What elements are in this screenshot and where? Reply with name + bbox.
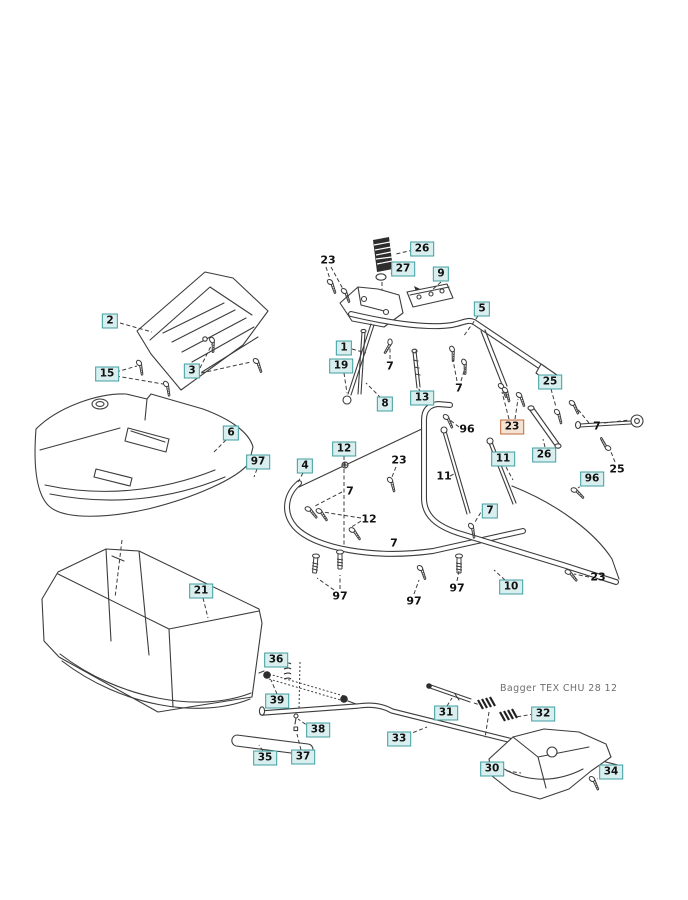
callout-23[interactable]: 23: [590, 570, 606, 584]
figure-note: Bagger TEX CHU 28 12: [500, 683, 618, 694]
callout-7[interactable]: 7: [386, 359, 394, 373]
callout-23[interactable]: 23: [320, 253, 336, 267]
callout-32[interactable]: 32: [531, 706, 555, 722]
callout-10[interactable]: 10: [499, 579, 523, 595]
callout-26[interactable]: 26: [410, 241, 434, 257]
callout-2[interactable]: 2: [101, 313, 119, 329]
part-frame-tubes: [284, 401, 620, 585]
callout-97[interactable]: 97: [406, 594, 422, 608]
callout-23-highlighted[interactable]: 23: [500, 419, 524, 435]
callout-31[interactable]: 31: [434, 705, 458, 721]
callout-39[interactable]: 39: [265, 693, 289, 709]
callout-21[interactable]: 21: [189, 583, 213, 599]
callout-5[interactable]: 5: [473, 301, 491, 317]
callout-36[interactable]: 36: [264, 652, 288, 668]
callout-7[interactable]: 7: [593, 419, 601, 433]
callout-27[interactable]: 27: [391, 261, 415, 277]
part-hood-top-panel: [136, 271, 269, 391]
callout-7[interactable]: 7: [390, 536, 398, 550]
part-hood-body: [34, 393, 254, 517]
callout-34[interactable]: 34: [599, 764, 623, 780]
callout-37[interactable]: 37: [291, 749, 315, 765]
callout-13[interactable]: 13: [410, 390, 434, 406]
callout-1[interactable]: 1: [335, 340, 353, 356]
callout-97[interactable]: 97: [449, 581, 465, 595]
callout-4[interactable]: 4: [296, 458, 314, 474]
callout-35[interactable]: 35: [253, 750, 277, 766]
callout-15[interactable]: 15: [95, 366, 119, 382]
callout-7[interactable]: 7: [481, 503, 499, 519]
callout-11[interactable]: 11: [436, 469, 452, 483]
callout-33[interactable]: 33: [387, 731, 411, 747]
callout-11[interactable]: 11: [491, 451, 515, 467]
callout-6[interactable]: 6: [222, 425, 240, 441]
callout-25[interactable]: 25: [538, 374, 562, 390]
callout-96[interactable]: 96: [580, 471, 604, 487]
callout-12[interactable]: 12: [332, 441, 356, 457]
callout-23[interactable]: 23: [391, 453, 407, 467]
callout-25[interactable]: 25: [609, 462, 625, 476]
callout-26[interactable]: 26: [532, 447, 556, 463]
callout-12[interactable]: 12: [361, 512, 377, 526]
callout-96[interactable]: 96: [459, 422, 475, 436]
callout-19[interactable]: 19: [329, 358, 353, 374]
callout-8[interactable]: 8: [376, 396, 394, 412]
callout-97[interactable]: 97: [332, 589, 348, 603]
callout-30[interactable]: 30: [480, 761, 504, 777]
callout-7[interactable]: 7: [455, 381, 463, 395]
callout-7[interactable]: 7: [346, 484, 354, 498]
part-bagger-shell: [41, 548, 263, 713]
part-control-assembly: [339, 237, 558, 405]
leader-lines: [114, 249, 630, 780]
callout-9[interactable]: 9: [432, 266, 450, 282]
callout-38[interactable]: 38: [306, 722, 330, 738]
callout-97[interactable]: 97: [246, 454, 270, 470]
callout-3[interactable]: 3: [183, 363, 201, 379]
